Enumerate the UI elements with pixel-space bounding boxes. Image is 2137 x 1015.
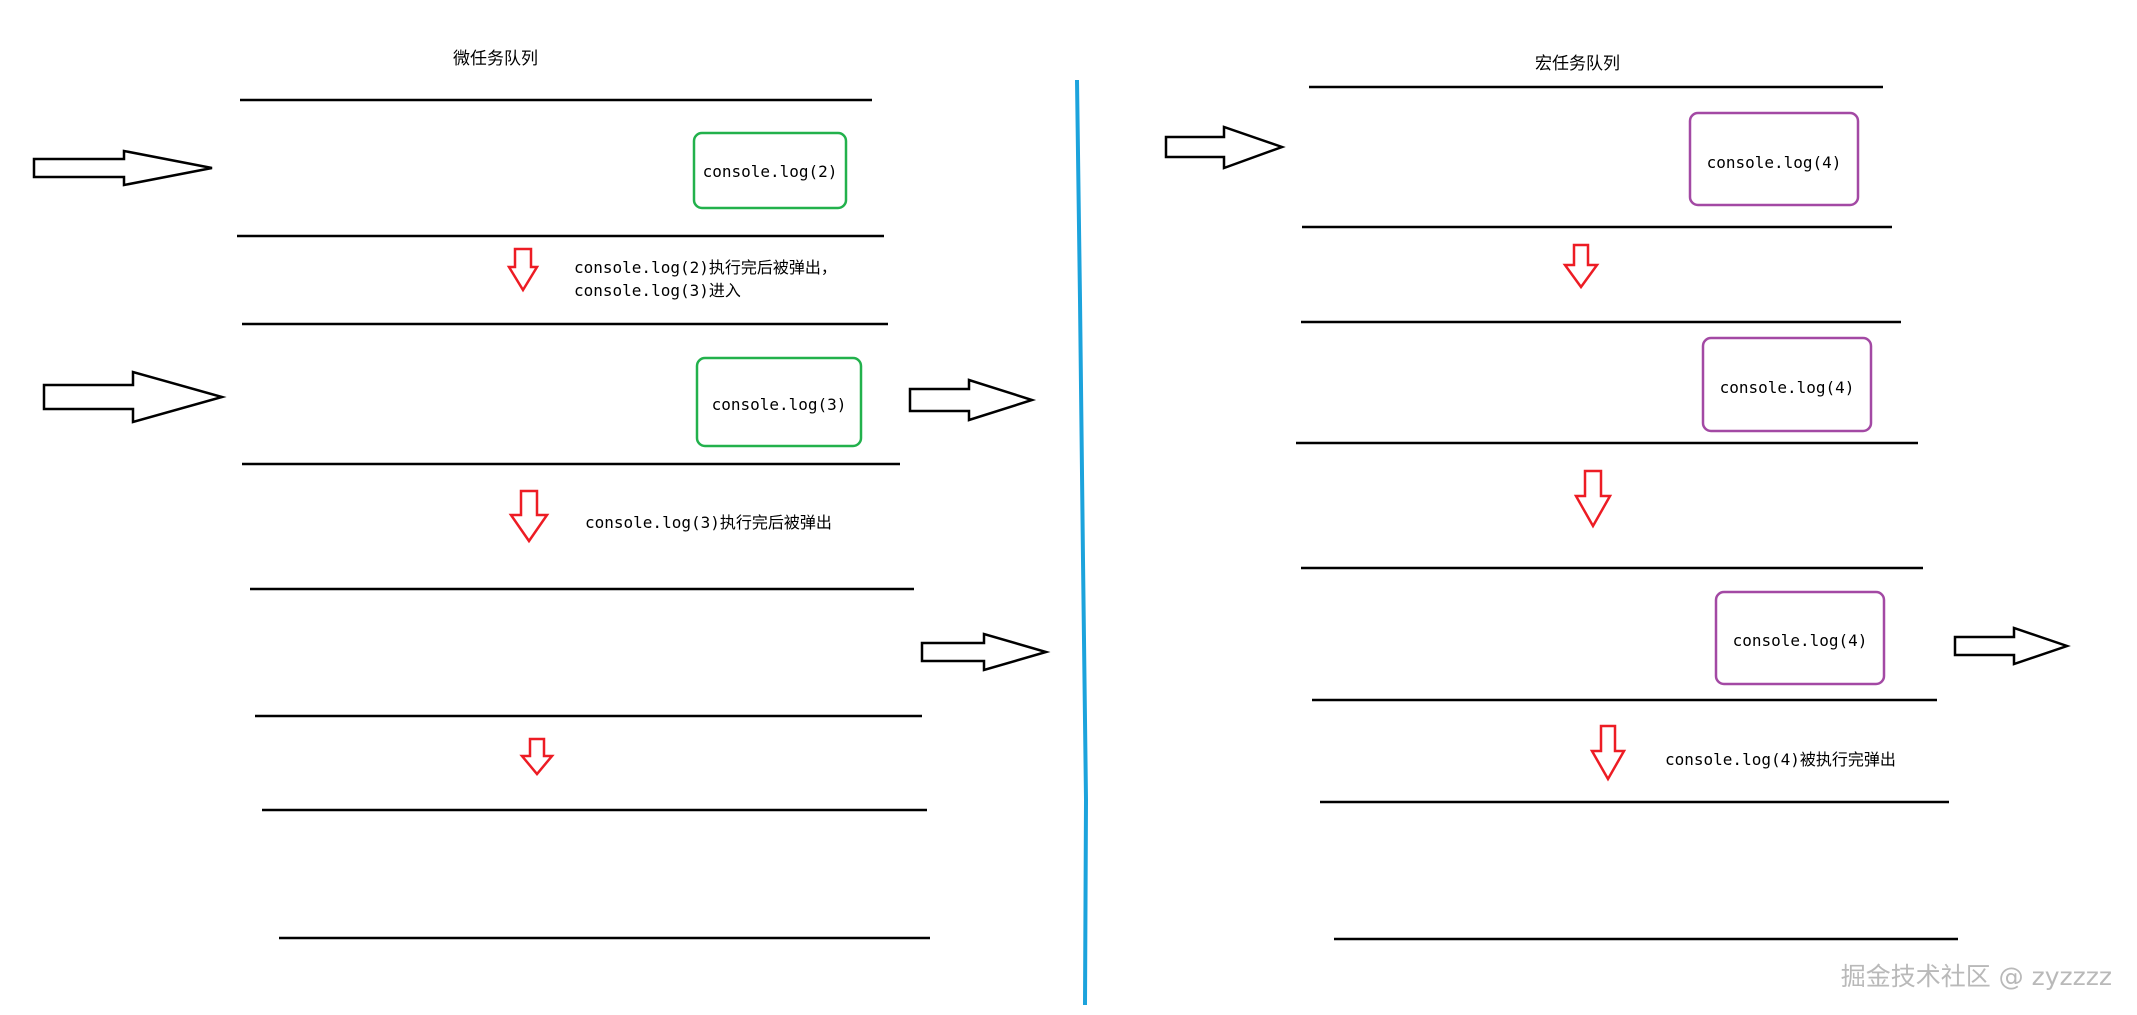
- microtask-queue-title: 微任务队列: [453, 49, 538, 69]
- macro-entry-arrow: [1164, 125, 1286, 170]
- macro-task-box-3: [1714, 590, 1886, 686]
- macro-exit-arrow: [1953, 626, 2071, 666]
- micro-note-2: console.log(3)执行完后被弹出: [585, 513, 832, 532]
- micro-entry-arrow-2: [42, 370, 227, 424]
- macro-pop-arrow-2: [1573, 469, 1613, 529]
- micro-note-1-line-1: console.log(2)执行完后被弹出，: [574, 258, 837, 277]
- transfer-arrow-1: [908, 378, 1037, 422]
- micro-task-label-2: console.log(3): [712, 395, 847, 414]
- micro-pop-arrow-3: [519, 737, 555, 776]
- micro-task-label-1: console.log(2): [703, 162, 838, 181]
- micro-pop-arrow-2: [508, 489, 550, 544]
- microtask-lane-lines: [237, 98, 930, 940]
- macro-task-label-2: console.log(4): [1720, 378, 1855, 397]
- queue-divider-line: [1075, 79, 1089, 1006]
- micro-note-1-line-2: console.log(3)进入: [574, 281, 741, 300]
- macro-task-box-2: [1701, 336, 1873, 433]
- macro-task-box-1: [1688, 111, 1860, 207]
- macro-task-label-3: console.log(4): [1733, 631, 1868, 650]
- micro-entry-arrow-1: [32, 149, 213, 187]
- micro-task-box-2: [695, 356, 863, 448]
- macro-pop-arrow-1: [1562, 243, 1600, 290]
- micro-task-box-1: [692, 131, 848, 210]
- macro-task-label-1: console.log(4): [1707, 153, 1842, 172]
- transfer-arrow-2: [920, 632, 1051, 672]
- watermark-text: 掘金技术社区 @ zyzzzz: [1841, 962, 2112, 991]
- micro-pop-arrow-1: [506, 247, 540, 293]
- macrotask-lane-lines: [1296, 85, 1958, 941]
- macro-pop-arrow-3: [1589, 724, 1627, 782]
- macrotask-queue-title: 宏任务队列: [1535, 54, 1620, 74]
- macro-note-1: console.log(4)被执行完弹出: [1665, 750, 1896, 769]
